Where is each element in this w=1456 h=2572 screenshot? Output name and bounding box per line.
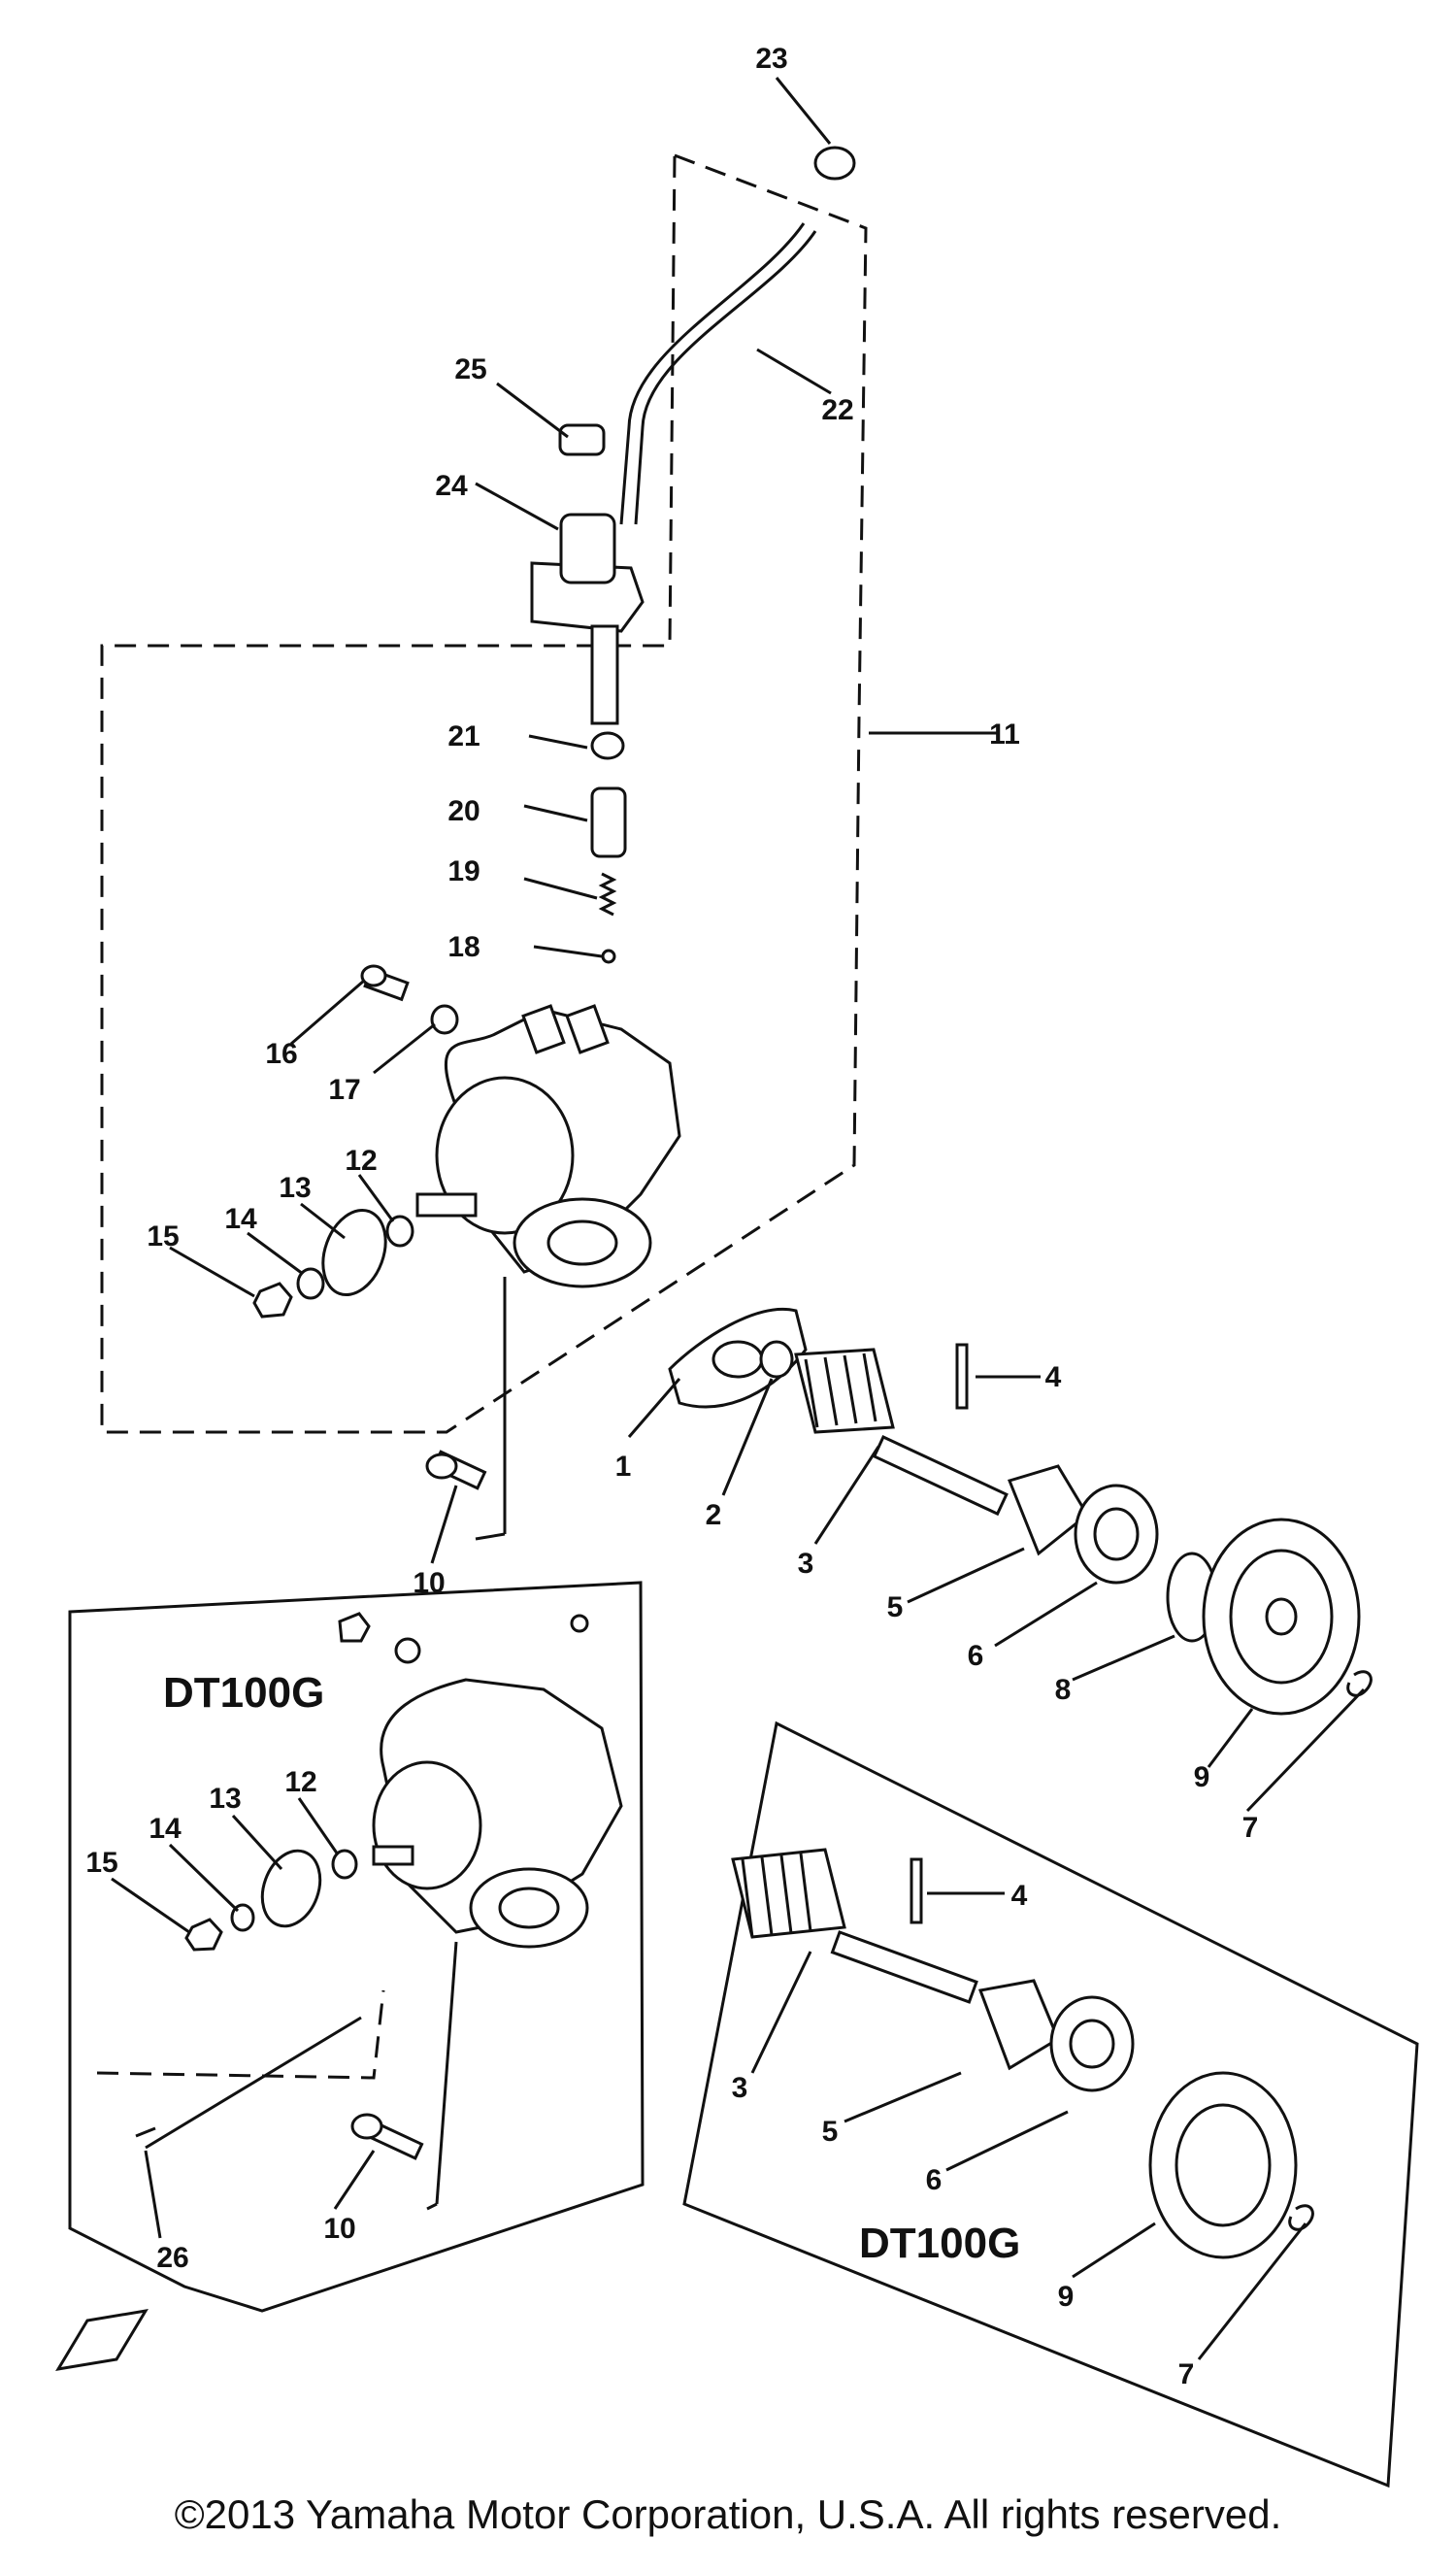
- oring-2: [759, 1340, 794, 1379]
- washer-14: [296, 1267, 325, 1300]
- callout-15: 15: [147, 1220, 179, 1253]
- callout-18: 18: [447, 931, 480, 963]
- pin-4: [955, 1343, 969, 1410]
- pump-drive-shaft-3: [794, 1348, 1009, 1517]
- callout-5: 5: [887, 1591, 904, 1623]
- callout-10: 10: [413, 1567, 445, 1599]
- bolt-16: [360, 964, 410, 1002]
- plate-13: [321, 1208, 387, 1297]
- callout-inset-14: 14: [149, 1813, 182, 1845]
- inset-left-model-label: DT100G: [163, 1669, 324, 1717]
- copyright-notice: ©2013 Yamaha Motor Corporation, U.S.A. A…: [174, 2491, 1282, 2537]
- callout-right-9: 9: [1058, 2281, 1075, 2313]
- inset-right-dt100g: [682, 1720, 1419, 2488]
- callout-17: 17: [328, 1074, 360, 1106]
- callout-13: 13: [279, 1172, 311, 1204]
- adjuster-20: [590, 786, 627, 858]
- callout-9: 9: [1194, 1761, 1210, 1793]
- bearing-6: [1074, 1484, 1159, 1585]
- callout-24: 24: [435, 470, 468, 502]
- callout-inset-12: 12: [284, 1766, 316, 1798]
- callout-8: 8: [1055, 1674, 1072, 1706]
- callout-14: 14: [224, 1203, 257, 1235]
- inset-left-leaders: [111, 1797, 376, 2239]
- cap-23: [813, 146, 856, 181]
- ball-18: [601, 949, 616, 964]
- callout-labels: 23 22 25 24 11 21 20 19 18 16 17 12 13 1…: [85, 43, 1258, 2390]
- callout-7: 7: [1242, 1812, 1259, 1844]
- callout-12: 12: [345, 1145, 377, 1177]
- callout-right-4: 4: [1011, 1880, 1028, 1912]
- callout-right-7: 7: [1178, 2358, 1195, 2390]
- callout-inset-13: 13: [209, 1783, 241, 1815]
- inset-right-leaders: [750, 1891, 1307, 2360]
- callout-19: 19: [447, 855, 480, 887]
- fire-mark-icon: [55, 2308, 149, 2372]
- callout-right-6: 6: [926, 2164, 943, 2196]
- washer-12: [385, 1215, 414, 1248]
- bolt-10: [425, 1450, 487, 1490]
- leader-lines: [169, 77, 1366, 1813]
- gear-9: [1202, 1518, 1361, 1716]
- callout-inset-15: 15: [85, 1847, 117, 1879]
- inset-left-dt100g: [68, 1581, 645, 2313]
- oil-pump-cable-assembly: [100, 146, 868, 1434]
- callout-21: 21: [447, 720, 480, 752]
- callout-right-3: 3: [732, 2072, 748, 2104]
- callout-2: 2: [706, 1499, 722, 1531]
- clip-25: [558, 423, 606, 456]
- callout-inset-10: 10: [323, 2213, 355, 2245]
- callout-right-5: 5: [822, 2116, 839, 2148]
- seal-21: [590, 731, 625, 760]
- callout-inset-26: 26: [156, 2242, 188, 2274]
- callout-6: 6: [968, 1640, 984, 1672]
- callout-11: 11: [989, 718, 1020, 751]
- circlip-7: [1346, 1670, 1373, 1697]
- callout-4: 4: [1045, 1361, 1062, 1393]
- nut-15: [252, 1282, 293, 1319]
- callout-22: 22: [821, 394, 853, 426]
- callout-3: 3: [798, 1548, 814, 1580]
- spring-19: [598, 872, 617, 917]
- inset-right-model-label: DT100G: [859, 2220, 1020, 2267]
- callout-20: 20: [447, 795, 480, 827]
- callout-25: 25: [454, 353, 486, 385]
- oil-pump-body: [415, 1004, 681, 1288]
- washer-17: [430, 1004, 459, 1035]
- callout-16: 16: [265, 1038, 297, 1070]
- callout-1: 1: [615, 1451, 632, 1483]
- callout-23: 23: [755, 43, 787, 75]
